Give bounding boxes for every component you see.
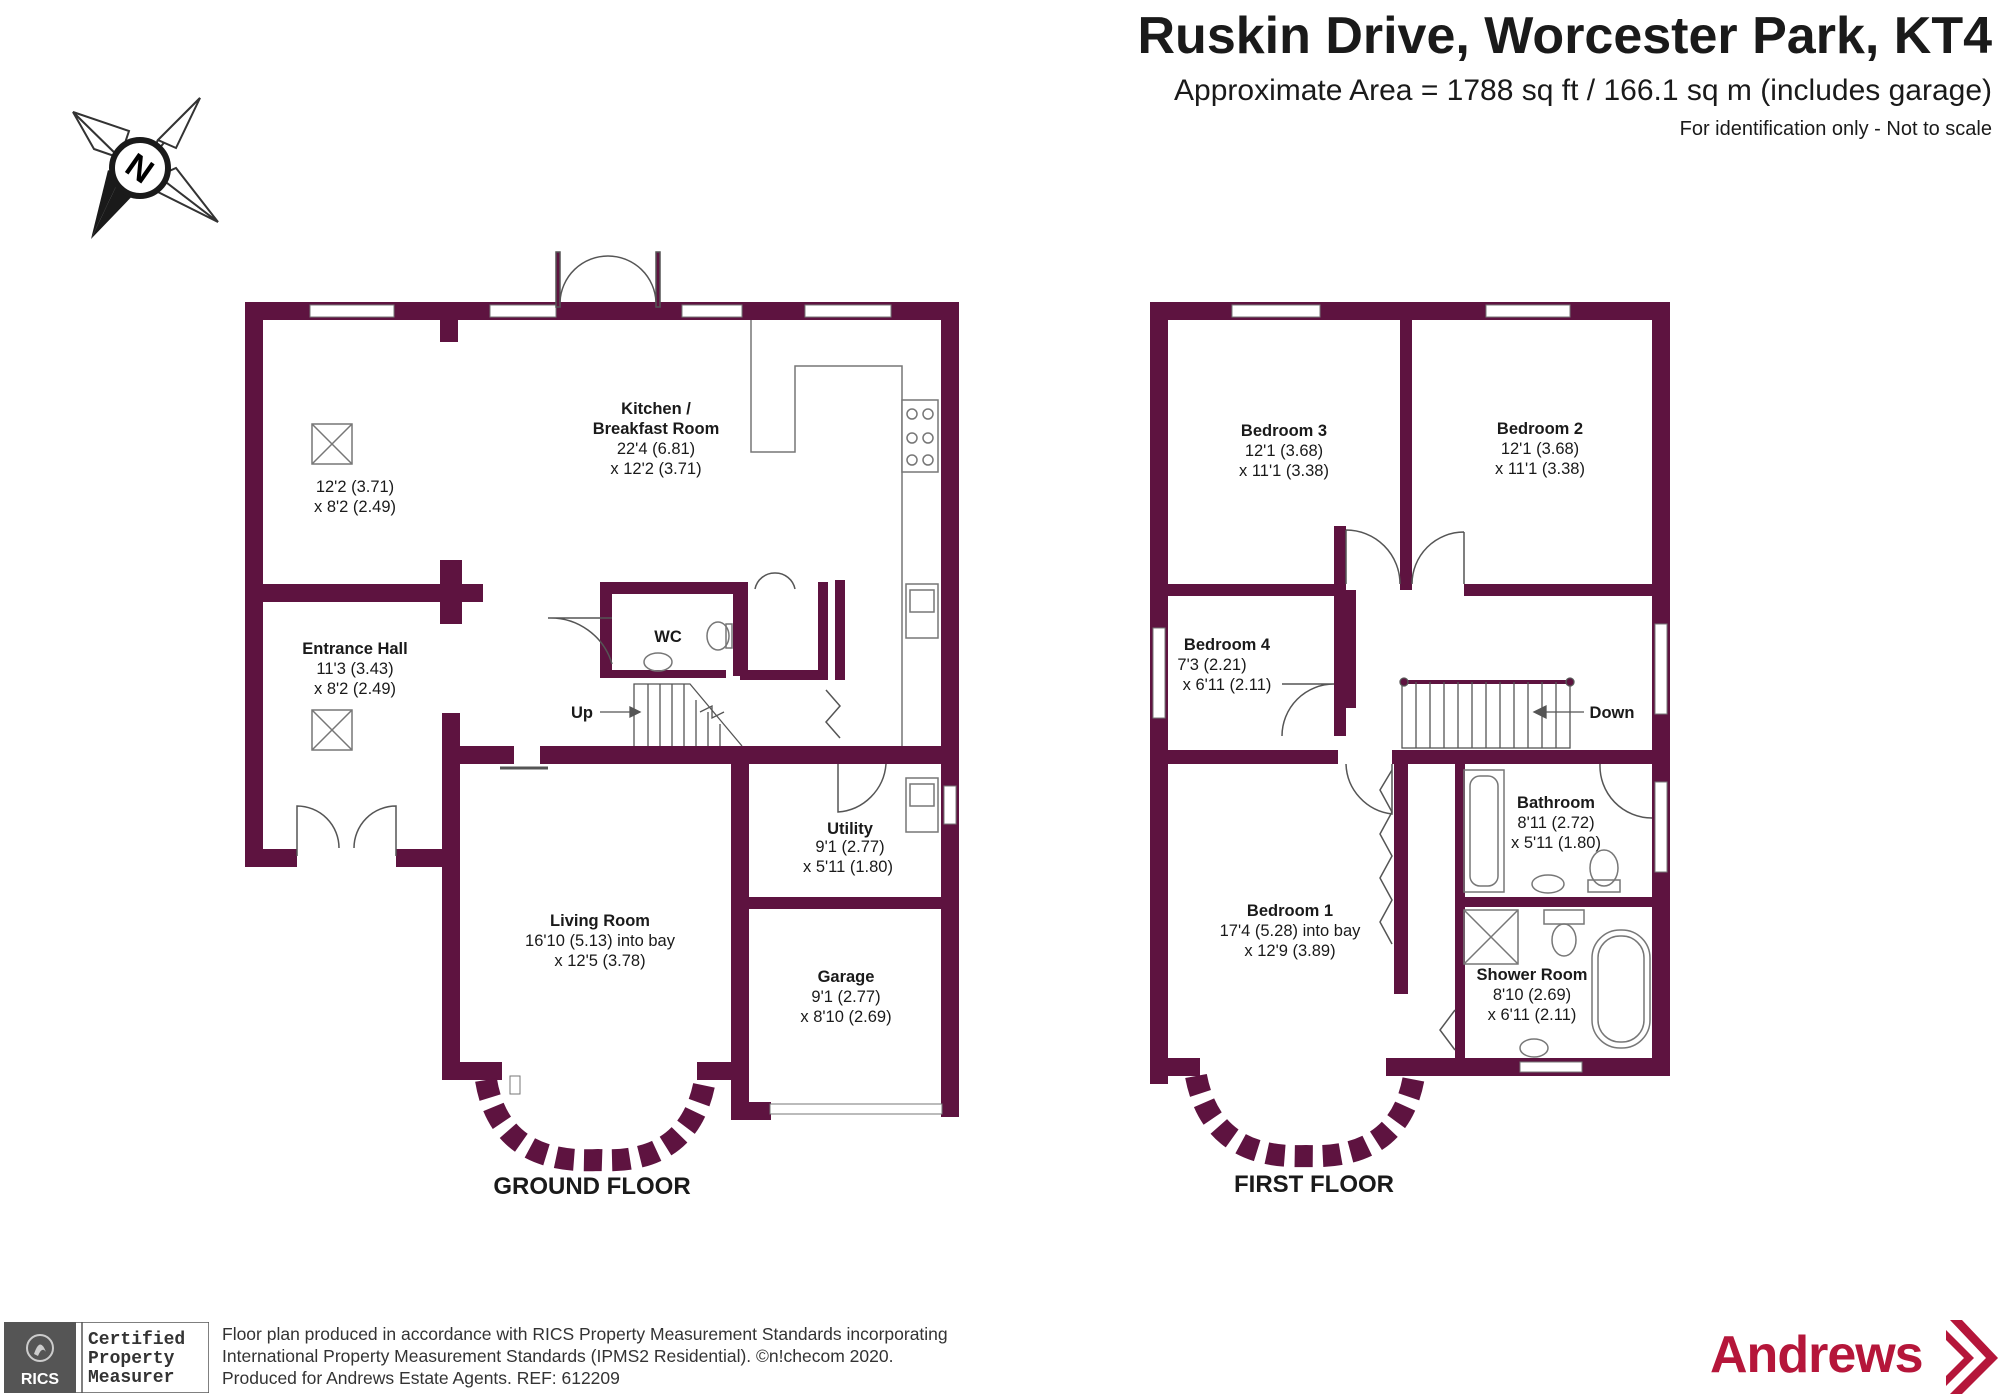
bedroom1-name: Bedroom 1 bbox=[1247, 902, 1333, 920]
bedroom2-dim-2: x 11'1 (3.38) bbox=[1495, 460, 1585, 478]
bedroom3-name: Bedroom 3 bbox=[1241, 422, 1327, 440]
ground-floor-doors bbox=[296, 251, 887, 856]
dining-dim-2: x 8'2 (2.49) bbox=[314, 498, 396, 516]
andrews-brand: Andrews bbox=[1710, 1326, 1923, 1384]
rics-certified-badge: RICS Certified Property Measurer bbox=[4, 1322, 209, 1393]
bathroom-fixtures bbox=[1463, 769, 1651, 1058]
kitchen-fixtures bbox=[311, 320, 939, 833]
entrance-hall-dim-2: x 8'2 (2.49) bbox=[314, 680, 396, 698]
living-room-dim-2: x 12'5 (3.78) bbox=[554, 952, 645, 970]
bedroom1-dim-2: x 12'9 (3.89) bbox=[1244, 942, 1335, 960]
first-floor-label: FIRST FLOOR bbox=[1234, 1171, 1394, 1198]
shower-room-name: Shower Room bbox=[1477, 966, 1588, 984]
entrance-hall-name: Entrance Hall bbox=[302, 640, 407, 658]
andrews-logo: Andrews bbox=[1710, 1320, 1998, 1394]
bedroom2-dim-1: 12'1 (3.68) bbox=[1501, 440, 1579, 458]
bathroom-dim-1: 8'11 (2.72) bbox=[1517, 814, 1594, 832]
kitchen-name-2: Breakfast Room bbox=[593, 420, 720, 438]
ground-floor-labels: 12'2 (3.71) x 8'2 (2.49) Kitchen / Break… bbox=[302, 400, 893, 1200]
area-summary: Approximate Area = 1788 sq ft / 166.1 sq… bbox=[1174, 74, 1992, 107]
kitchen-name-1: Kitchen / bbox=[621, 400, 691, 418]
garage-name: Garage bbox=[818, 968, 875, 986]
kitchen-dim-1: 22'4 (6.81) bbox=[617, 440, 695, 458]
rics-badge-line-2: Property bbox=[88, 1349, 175, 1369]
bedroom1-bay-window bbox=[1185, 1073, 1425, 1168]
first-floor-windows bbox=[1152, 304, 1668, 1073]
bedroom2-name: Bedroom 2 bbox=[1497, 420, 1583, 438]
bedroom4-dim-2: x 6'11 (2.11) bbox=[1183, 676, 1272, 694]
living-room-bay-window bbox=[475, 1077, 716, 1172]
first-floor-plan bbox=[1150, 302, 1670, 1084]
page-title: Ruskin Drive, Worcester Park, KT4 bbox=[1137, 7, 1993, 65]
footer-disclaimer: Floor plan produced in accordance with R… bbox=[222, 1323, 948, 1389]
rics-badge-line-1: Certified bbox=[88, 1330, 185, 1350]
utility-name: Utility bbox=[827, 820, 874, 838]
ground-floor-windows bbox=[309, 304, 957, 1115]
utility-dim-2: x 5'11 (1.80) bbox=[803, 858, 893, 876]
bedroom3-dim-2: x 11'1 (3.38) bbox=[1239, 462, 1329, 480]
footer-line-2: International Property Measurement Stand… bbox=[222, 1346, 894, 1366]
rics-badge-line-3: Measurer bbox=[88, 1368, 174, 1388]
utility-dim-1: 9'1 (2.77) bbox=[815, 838, 884, 856]
living-room-name: Living Room bbox=[550, 912, 650, 930]
bedroom1-dim-1: 17'4 (5.28) into bay bbox=[1220, 922, 1361, 940]
garage-dim-2: x 8'10 (2.69) bbox=[800, 1008, 891, 1026]
first-floor-stairs bbox=[1399, 677, 1584, 749]
kitchen-dim-2: x 12'2 (3.71) bbox=[610, 460, 701, 478]
entrance-hall-dim-1: 11'3 (3.43) bbox=[316, 660, 393, 678]
bedroom3-dim-1: 12'1 (3.68) bbox=[1245, 442, 1323, 460]
wc-name: WC bbox=[654, 628, 682, 646]
shower-room-dim-1: 8'10 (2.69) bbox=[1493, 986, 1571, 1004]
ground-floor-plan bbox=[245, 302, 959, 1120]
first-floor-doors bbox=[1281, 529, 1653, 1051]
disclaimer-note: For identification only - Not to scale bbox=[1679, 118, 1992, 140]
compass-icon: N bbox=[72, 97, 219, 239]
stairs-up-label: Up bbox=[571, 704, 593, 722]
shower-room-dim-2: x 6'11 (2.11) bbox=[1488, 1006, 1577, 1024]
garage-dim-1: 9'1 (2.77) bbox=[811, 988, 880, 1006]
footer-line-3: Produced for Andrews Estate Agents. REF:… bbox=[222, 1368, 620, 1388]
first-floor-labels: Bedroom 3 12'1 (3.68) x 11'1 (3.38) Bedr… bbox=[1177, 420, 1634, 1198]
ground-floor-label: GROUND FLOOR bbox=[493, 1173, 690, 1200]
bedroom4-dim-1: 7'3 (2.21) bbox=[1177, 656, 1246, 674]
footer-line-1: Floor plan produced in accordance with R… bbox=[222, 1324, 948, 1344]
living-room-dim-1: 16'10 (5.13) into bay bbox=[525, 932, 676, 950]
stairs-down-label: Down bbox=[1590, 704, 1635, 722]
bathroom-dim-2: x 5'11 (1.80) bbox=[1511, 834, 1601, 852]
bathroom-name: Bathroom bbox=[1517, 794, 1595, 812]
dining-dim-1: 12'2 (3.71) bbox=[316, 478, 394, 496]
rics-abbr: RICS bbox=[21, 1371, 60, 1388]
bedroom4-name: Bedroom 4 bbox=[1184, 636, 1271, 654]
ground-floor-stairs bbox=[600, 683, 743, 747]
